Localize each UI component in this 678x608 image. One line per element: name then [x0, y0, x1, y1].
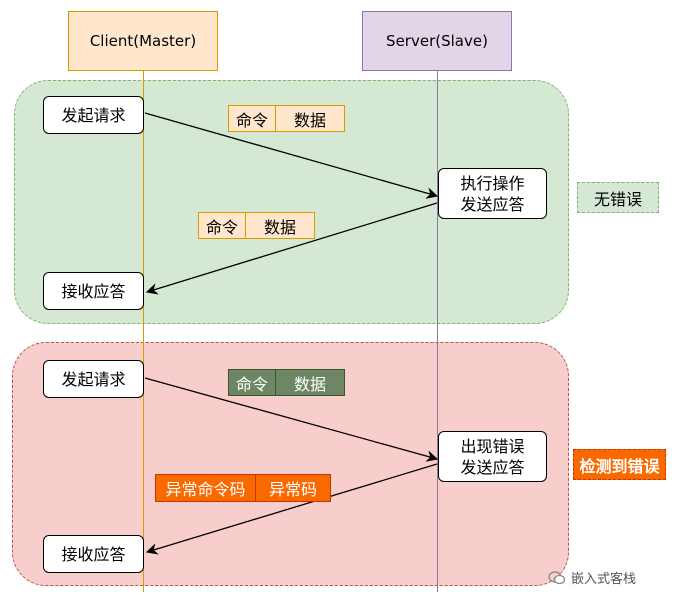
error-request-data: 数据 [275, 370, 344, 395]
ok-response-arrow [145, 202, 438, 295]
error-response-exception-code: 异常码 [255, 475, 330, 501]
error-request-arrow [144, 377, 439, 462]
error-response-arrow [145, 463, 438, 555]
error-detected-tag: 检测到错误 [573, 449, 666, 480]
watermark-label: 嵌入式客栈 [571, 572, 637, 587]
ok-response-command: 命令 [205, 217, 238, 237]
client-label: Client(Master) [89, 32, 197, 50]
no-error-tag: 无错误 [577, 182, 659, 213]
error-request-message: 命令 数据 [228, 369, 345, 396]
server-label: Server(Slave) [386, 32, 488, 50]
error-detected-tag-label: 检测到错误 [579, 456, 660, 476]
ok-request-message: 命令 数据 [228, 105, 345, 132]
watermark: 嵌入式客栈 [548, 568, 636, 587]
ok-request-arrow [144, 112, 439, 199]
ok-response-data: 数据 [245, 213, 314, 238]
error-server-action-1: 出现错误 [460, 436, 525, 456]
chat-bubble-icon [548, 570, 565, 584]
error-send-request-box: 发起请求 [43, 360, 144, 398]
error-receive-response-label: 接收应答 [61, 544, 126, 564]
ok-receive-response-box: 接收应答 [43, 272, 144, 310]
ok-request-command: 命令 [235, 110, 268, 130]
ok-receive-response-label: 接收应答 [61, 281, 126, 301]
client-lifeline [143, 71, 144, 592]
error-response-message: 异常命令码 异常码 [155, 474, 331, 502]
error-send-request-label: 发起请求 [61, 369, 126, 389]
ok-send-request-box: 发起请求 [43, 96, 144, 134]
error-request-command: 命令 [235, 374, 268, 394]
ok-server-action-1: 执行操作 [460, 173, 525, 193]
error-server-action-2: 发送应答 [460, 457, 525, 477]
ok-response-message: 命令 数据 [198, 212, 315, 239]
server-lifeline [437, 71, 438, 592]
ok-server-action-2: 发送应答 [460, 194, 525, 214]
ok-send-request-label: 发起请求 [61, 105, 126, 125]
error-server-action-box: 出现错误 发送应答 [438, 431, 547, 482]
no-error-tag-label: 无错误 [593, 189, 642, 209]
server-header: Server(Slave) [362, 11, 512, 71]
error-response-exception-command: 异常命令码 [165, 480, 246, 499]
ok-server-action-box: 执行操作 发送应答 [438, 168, 547, 219]
error-receive-response-box: 接收应答 [43, 535, 144, 573]
ok-request-data: 数据 [275, 106, 344, 131]
client-header: Client(Master) [68, 11, 218, 71]
